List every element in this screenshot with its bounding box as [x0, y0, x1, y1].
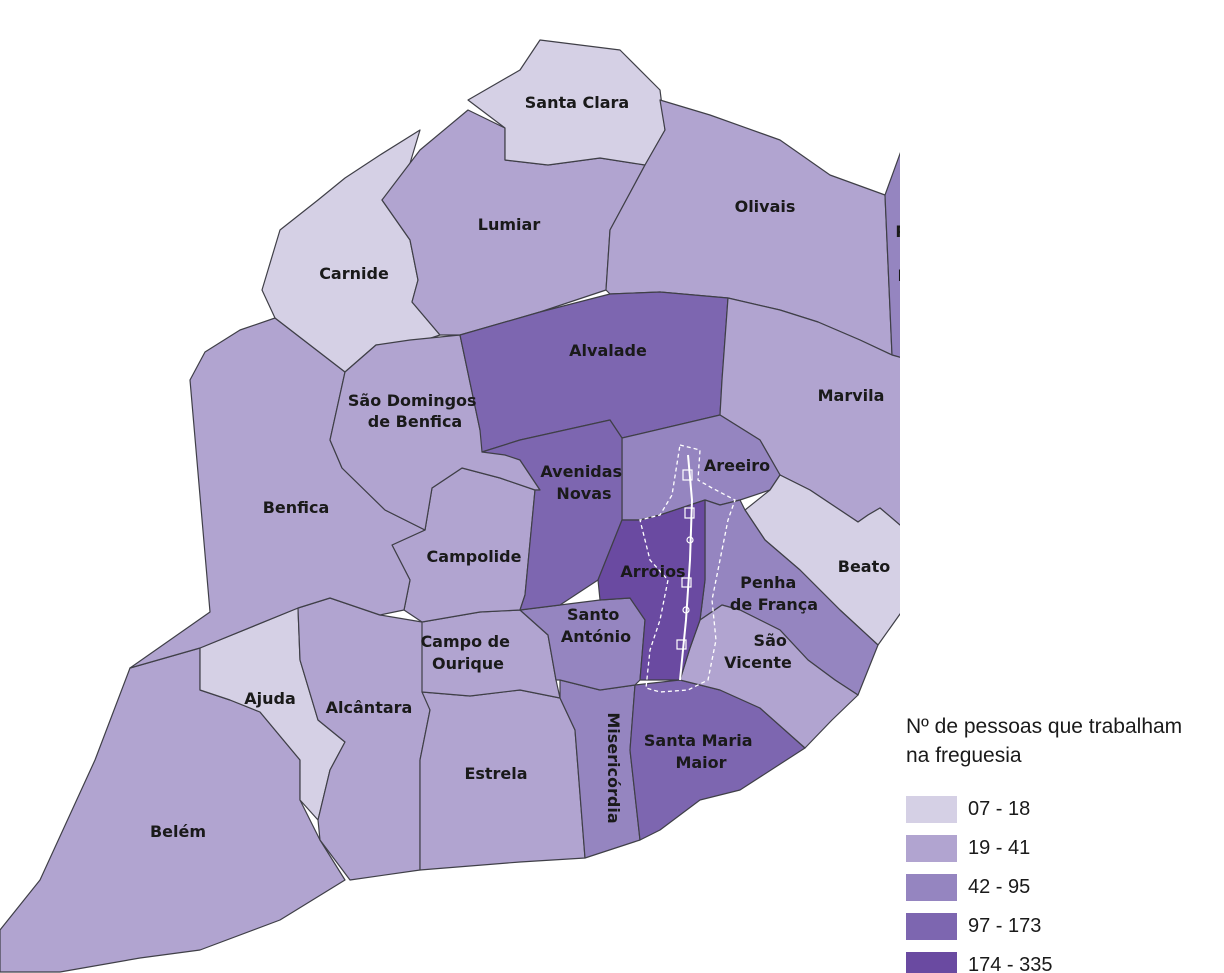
legend-swatch [906, 952, 957, 973]
parish-avenidas-novas[interactable] [481, 419, 623, 611]
label-parque-das-nacoes: Parque das Nações [895, 222, 900, 285]
label-lumiar: Lumiar [478, 215, 541, 234]
label-santa-maria-maior: Santa Maria Maior [644, 731, 758, 772]
legend-swatch [906, 796, 957, 823]
label-areeiro: Areeiro [704, 456, 770, 475]
parish-regions [0, 15, 900, 973]
parish-alcantara[interactable] [297, 597, 431, 881]
parish-labels: Santa Clara Lumiar Olivais Parque das Na… [150, 93, 900, 841]
legend: Nº de pessoas que trabalham na freguesia… [906, 712, 1224, 973]
legend-title-line-1: Nº de pessoas que trabalham [906, 715, 1183, 738]
parish-arroios[interactable] [597, 499, 706, 681]
label-penha-de-franca: Penha de França [730, 573, 818, 614]
parish-parque-das-nacoes[interactable] [884, 15, 900, 380]
legend-label: 42 - 95 [968, 876, 1031, 898]
label-campo-de-ourique: Campo de Ourique [420, 632, 515, 673]
label-olivais: Olivais [735, 197, 796, 216]
lisbon-parishes-map: Santa Clara Lumiar Olivais Parque das Na… [0, 15, 900, 973]
legend-label: 174 - 335 [968, 954, 1053, 973]
central-axis-outline [639, 444, 736, 693]
label-alcantara: Alcântara [326, 698, 413, 717]
avenue-line [676, 454, 695, 681]
legend-item: 07 - 18 [906, 790, 1224, 829]
legend-title-line-2: na freguesia [906, 744, 1022, 767]
label-campolide: Campolide [427, 547, 522, 566]
label-sao-domingos-de-benfica: São Domingos de Benfica [348, 391, 482, 431]
legend-swatch [906, 835, 957, 862]
label-santa-clara: Santa Clara [525, 93, 629, 112]
label-avenidas-novas: Avenidas Novas [540, 462, 627, 503]
legend-label: 19 - 41 [968, 837, 1031, 859]
legend-title: Nº de pessoas que trabalham na freguesia [906, 712, 1224, 770]
legend-item: 97 - 173 [906, 907, 1224, 946]
label-sao-vicente: São Vicente [724, 631, 792, 672]
label-arroios: Arroios [620, 562, 685, 581]
parish-santo-antonio[interactable] [519, 597, 646, 691]
label-marvila: Marvila [818, 386, 885, 405]
legend-item: 174 - 335 [906, 946, 1224, 973]
label-beato: Beato [838, 557, 890, 576]
label-benfica: Benfica [263, 498, 330, 517]
label-santo-antonio: Santo António [561, 605, 631, 646]
legend-item: 19 - 41 [906, 829, 1224, 868]
legend-label: 07 - 18 [968, 798, 1031, 820]
label-carnide: Carnide [319, 264, 389, 283]
label-misericordia: Misericórdia [604, 712, 623, 823]
legend-swatch [906, 874, 957, 901]
legend-label: 97 - 173 [968, 915, 1042, 937]
label-ajuda: Ajuda [244, 689, 296, 708]
parish-sao-vicente[interactable] [679, 604, 859, 749]
label-estrela: Estrela [464, 764, 527, 783]
legend-swatch [906, 913, 957, 940]
legend-item: 42 - 95 [906, 868, 1224, 907]
label-alvalade: Alvalade [569, 341, 647, 360]
label-belem: Belém [150, 822, 206, 841]
